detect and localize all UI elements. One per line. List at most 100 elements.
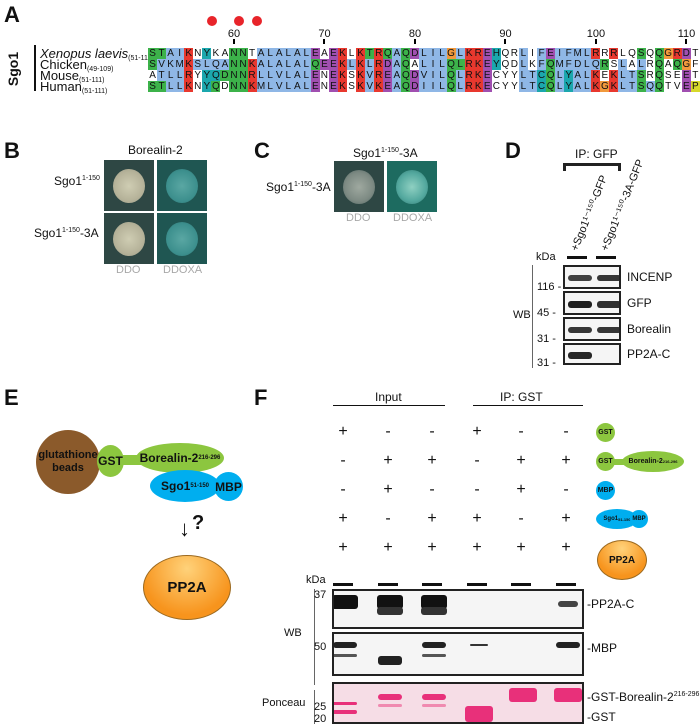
residue: L (618, 59, 628, 70)
residue: S (636, 70, 646, 81)
kda-label-f: kDa (306, 574, 326, 586)
residue: T (157, 48, 167, 59)
band (597, 301, 619, 308)
legend-linker (605, 459, 635, 465)
residue: A (573, 81, 583, 92)
band (470, 644, 488, 646)
residue: R (509, 48, 519, 59)
residue: A (166, 48, 176, 59)
species-label: Chicken(49-109) (40, 57, 114, 73)
medium-c-ddo: DDO (346, 212, 371, 224)
residue: A (256, 48, 266, 59)
legend-sgo1-mbp: MBP (630, 510, 648, 528)
residue: L (618, 48, 628, 59)
residue: L (618, 70, 628, 81)
residue: L (301, 70, 311, 81)
residue: K (184, 48, 194, 59)
residue: D (220, 81, 230, 92)
residue: Y (500, 70, 510, 81)
condition-plus: + (338, 510, 348, 527)
tick-label: 110 (677, 28, 696, 40)
linker (100, 455, 170, 465)
band (558, 601, 578, 607)
residue: A (292, 81, 302, 92)
band (334, 702, 357, 705)
wb-label-f: WB (284, 627, 302, 639)
highlight-dot (252, 16, 263, 26)
residue: Q (401, 81, 411, 92)
residue: K (337, 59, 348, 70)
residue: E (672, 70, 682, 81)
residue: E (328, 59, 338, 70)
residue: S (347, 81, 357, 92)
residue: A (256, 59, 266, 70)
residue: A (292, 59, 302, 70)
residue: E (310, 81, 320, 92)
residue: A (392, 70, 402, 81)
residue: T (627, 70, 637, 81)
blot-target-label: Borealin (627, 322, 672, 336)
condition-minus: - (385, 510, 391, 527)
ponceau-bracket (314, 690, 315, 724)
residue: L (555, 81, 565, 92)
condition-plus: + (383, 539, 393, 556)
band (378, 704, 402, 707)
residue: Q (401, 70, 411, 81)
band (568, 352, 592, 359)
residue: K (337, 81, 348, 92)
residue: L (283, 81, 293, 92)
condition-minus: - (429, 481, 435, 498)
tick-mark (594, 39, 597, 44)
blot-mbp (332, 632, 584, 676)
residue: Y (202, 81, 212, 92)
residue: L (455, 70, 465, 81)
residue: L (166, 81, 176, 92)
residue: S (663, 70, 673, 81)
band (422, 704, 446, 707)
residue: Y (500, 81, 510, 92)
condition-minus: - (563, 423, 569, 440)
residue: G (446, 48, 456, 59)
down-arrow-icon: ↓ (179, 516, 190, 541)
residue: K (374, 81, 384, 92)
panel-letter-a: A (4, 2, 20, 27)
residue: F (537, 59, 547, 70)
residue: E (383, 70, 393, 81)
band (568, 275, 592, 282)
right-label-gst: -GST (587, 710, 616, 724)
condition-plus: + (338, 539, 348, 556)
residue: K (356, 48, 366, 59)
residue: Q (211, 59, 221, 70)
residue: E (328, 81, 338, 92)
residue: R (374, 48, 384, 59)
residue: E (482, 48, 492, 59)
ip-gst-underline (473, 405, 583, 406)
residue: N (229, 59, 239, 70)
lane-bar (511, 583, 531, 586)
residue: Q (211, 81, 221, 92)
medium-c-ddoxa: DDOXA (393, 212, 433, 224)
band (422, 642, 446, 648)
residue: L (347, 59, 357, 70)
band (378, 656, 402, 665)
blot-ponceau (332, 682, 584, 724)
band (421, 607, 447, 615)
highlight-dot (233, 16, 244, 26)
residue: R (645, 70, 655, 81)
residue: V (274, 70, 284, 81)
legend-pp2a: PP2A (597, 540, 647, 580)
residue: K (609, 70, 619, 81)
residue: T (157, 70, 167, 81)
wb-label-d: WB (513, 309, 531, 321)
residue: L (283, 59, 293, 70)
residue: S (636, 48, 646, 59)
residue: K (356, 70, 366, 81)
residue: L (455, 48, 465, 59)
residue: N (229, 81, 239, 92)
residue: L (455, 81, 465, 92)
residue: A (392, 48, 402, 59)
residue: L (265, 81, 275, 92)
condition-minus: - (474, 481, 480, 498)
